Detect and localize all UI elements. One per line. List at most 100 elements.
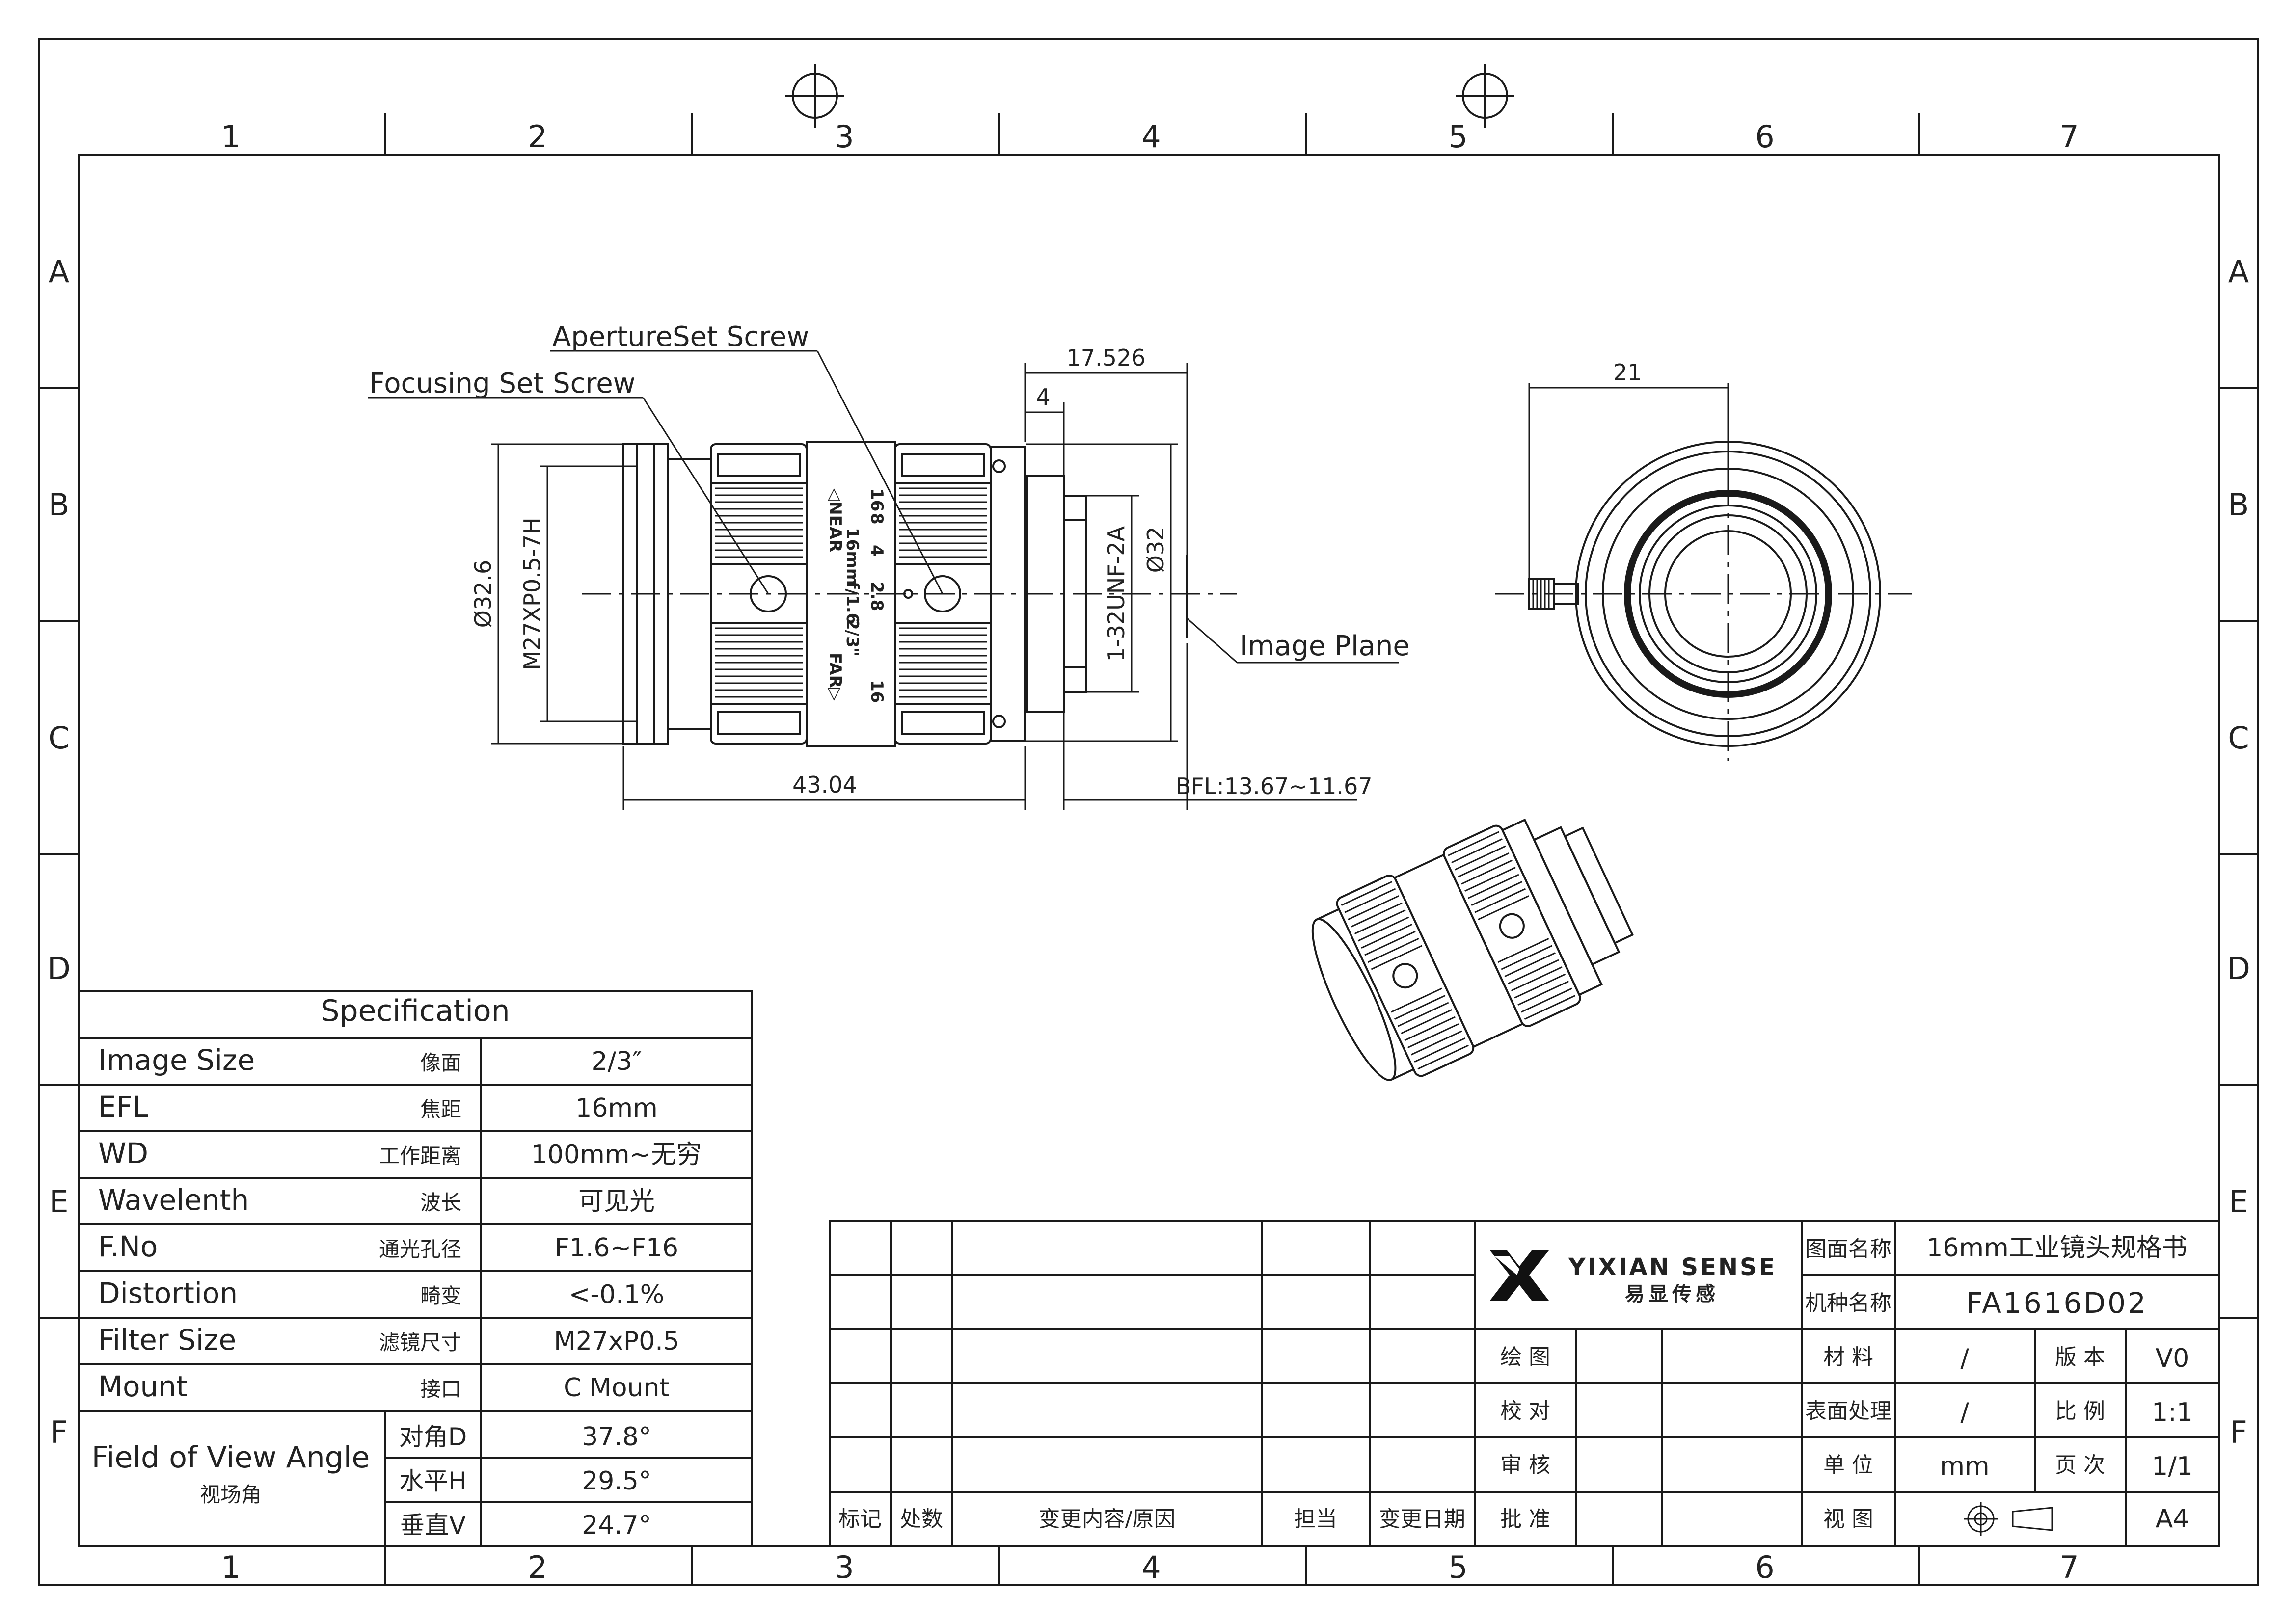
sign-check: 校 对 [1500, 1399, 1550, 1424]
spec-row-value: M27xP0.5 [554, 1327, 679, 1356]
zone-row-left-F: F [50, 1414, 68, 1450]
zone-row-right-F: F [2230, 1414, 2247, 1450]
iso-knurl-line [1464, 867, 1516, 892]
iso-knurl-line [1497, 938, 1549, 963]
spec-row-value: C Mount [564, 1373, 670, 1403]
model-label: 机种名称 [1805, 1291, 1891, 1316]
brand-name-cn: 易显传感 [1625, 1283, 1719, 1305]
dim-thread-unf: 1-32UNF-2A [1103, 526, 1130, 662]
zone-col-top-5: 5 [1448, 119, 1467, 155]
spec-row-label: F.No [98, 1230, 158, 1263]
iso-knurl-line [1354, 909, 1406, 934]
zone-col-bottom-5: 5 [1448, 1549, 1467, 1585]
iso-knurl-line [1371, 945, 1423, 970]
iso-knurl-line [1471, 881, 1523, 906]
aperture-16b-marking: 16 [867, 680, 887, 703]
spec-row-label-cn: 滤镜尺寸 [379, 1330, 461, 1355]
zone-row-left-B: B [49, 487, 70, 523]
version-value: V0 [2156, 1344, 2189, 1373]
zone-row-right-C: C [2228, 720, 2249, 756]
drawing-frame [38, 38, 2259, 1586]
lens-markings: ◁NEAR FAR▷ 16mm f/1.6 2/3" 16 8 4 2.8 16 [825, 488, 887, 703]
surface-label: 表面处理 [1805, 1399, 1891, 1424]
iso-knurl-line [1517, 981, 1569, 1006]
brand-name: YIXIAN SENSE [1568, 1253, 1777, 1281]
iso-knurl-line [1361, 924, 1413, 949]
spec-row-label: Mount [98, 1370, 188, 1403]
lens-isometric-view [1311, 818, 1634, 1081]
spec-row-value: 2/3″ [591, 1047, 642, 1076]
spec-title: Specification [321, 994, 510, 1028]
spec-row-value: 100mm~无穷 [531, 1140, 702, 1170]
iso-knurl-line [1357, 916, 1409, 942]
aperture-8-marking: 8 [867, 513, 887, 525]
iso-knurl-line [1404, 1016, 1456, 1041]
iso-knurl-line [1391, 987, 1442, 1013]
brand-logo [1490, 1250, 1549, 1301]
iso-knurl-line [1401, 1009, 1453, 1034]
spec-row-label: WD [98, 1137, 148, 1170]
spec-row-label: Distortion [98, 1276, 238, 1310]
material-label: 材 料 [1823, 1345, 1873, 1370]
fov-horiz-key: 水平H [399, 1467, 467, 1495]
iso-knurl-line [1417, 1044, 1469, 1070]
spec-row-label-cn: 焦距 [420, 1097, 461, 1121]
iso-knurl-line [1478, 895, 1529, 921]
zone-row-right-D: D [2227, 951, 2250, 986]
spec-row-value: 可见光 [578, 1187, 655, 1216]
callout-leaders [368, 350, 1399, 664]
zone-col-top-6: 6 [1755, 119, 1774, 155]
spec-row-value: F1.6~F16 [555, 1233, 678, 1263]
dim-bfl: BFL:13.67~11.67 [1175, 773, 1372, 799]
spec-row-label: Filter Size [98, 1323, 236, 1356]
iso-knurl-line [1407, 1023, 1459, 1048]
unit-label: 单 位 [1823, 1453, 1873, 1478]
dimension-lines [491, 363, 1729, 810]
rev-header-content: 变更内容/原因 [1039, 1507, 1176, 1532]
spec-row-label: Image Size [98, 1043, 255, 1077]
zone-row-left-A: A [49, 254, 69, 290]
spec-row-value: <-0.1% [569, 1280, 664, 1309]
dim-4: 4 [1036, 384, 1050, 410]
sign-approve: 批 准 [1500, 1507, 1550, 1532]
front-screw-knurl [1532, 579, 1550, 609]
iso-knurl-line [1348, 895, 1399, 920]
spec-row-value: 16mm [575, 1093, 657, 1123]
aperture-28-marking: 2.8 [867, 582, 887, 611]
iso-knurl-line [1351, 902, 1403, 928]
title-block-grid [829, 1220, 2220, 1547]
iso-knurl-line [1454, 845, 1506, 871]
rev-header-mark: 标记 [838, 1507, 882, 1532]
dim-dia-326: Ø32.6 [470, 560, 496, 628]
iso-knurl-line [1521, 987, 1572, 1013]
iso-knurl-line [1461, 859, 1513, 885]
scale-label: 比 例 [2055, 1399, 2105, 1424]
iso-knurl-line [1410, 1030, 1462, 1056]
iso-knurl-line [1514, 973, 1566, 999]
rev-header-date: 变更日期 [1379, 1507, 1465, 1532]
iso-knurl-line [1414, 1037, 1466, 1063]
iso-knurl-line [1367, 938, 1419, 963]
version-label: 版 本 [2055, 1345, 2105, 1370]
zone-col-bottom-4: 4 [1141, 1549, 1161, 1585]
dim-4304: 43.04 [792, 771, 857, 798]
view-label: 视 图 [1823, 1507, 1873, 1532]
zone-col-bottom-6: 6 [1755, 1549, 1774, 1585]
far-marking: FAR▷ [825, 653, 845, 701]
zone-col-bottom-3: 3 [835, 1549, 854, 1585]
iso-knurl-line [1524, 995, 1576, 1020]
fov-horiz-value: 29.5° [582, 1466, 651, 1496]
iso-knurl-line [1344, 888, 1396, 913]
image-plane-callout: Image Plane [1240, 630, 1410, 662]
spec-table-grid [78, 990, 753, 1547]
fov-label: Field of View Angle [92, 1440, 370, 1475]
iso-knurl-line [1508, 959, 1559, 984]
focus-screw-callout: Focusing Set Screw [369, 368, 635, 399]
zone-col-bottom-1: 1 [221, 1549, 240, 1585]
rev-header-owner: 担当 [1294, 1507, 1337, 1532]
iso-knurl-line [1341, 881, 1393, 906]
zone-row-right-A: A [2228, 254, 2249, 290]
spec-row-label: EFL [98, 1090, 148, 1123]
